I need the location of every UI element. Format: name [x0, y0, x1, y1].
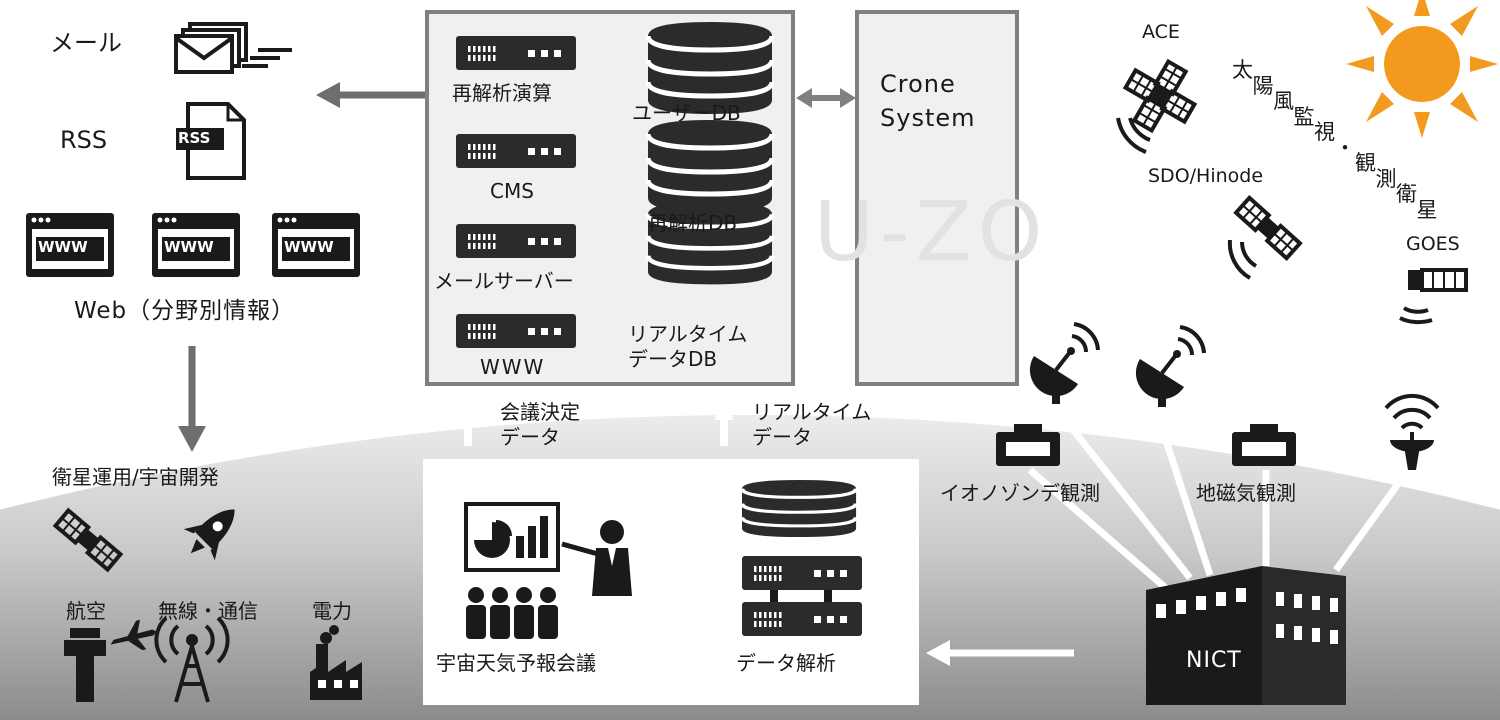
user-label-power: 電力: [312, 599, 352, 623]
database-label-realtime: リアルタイム データDB: [628, 322, 748, 371]
nict-label: NICT: [1186, 648, 1242, 673]
ionosonde-device-icon: [996, 424, 1060, 466]
arrow-to-users-head: [178, 426, 206, 452]
nict-building-icon: [1146, 566, 1346, 705]
www-badge-1: WWW: [38, 238, 88, 256]
database-label-user: ユーザーDB: [632, 101, 741, 125]
user-label-satellite-ops: 衛星運用/宇宙開発: [52, 465, 219, 489]
solar-wind-label-char: 太: [1232, 58, 1253, 82]
www-badge-2: WWW: [164, 238, 214, 256]
rocket-icon: [183, 509, 235, 561]
up-arrow-realtime: [714, 404, 734, 446]
server-icon-cms: [456, 134, 576, 168]
ace-satellite-icon: [1116, 59, 1197, 154]
solar-wind-label-char: ・: [1334, 135, 1356, 160]
rss-badge: RSS: [178, 129, 211, 147]
magnetic-label: 地磁気観測: [1196, 481, 1296, 505]
flow-label-realtime-data: リアルタイム データ: [752, 400, 872, 449]
database-label-reanalysis: 再解析DB: [648, 211, 738, 235]
rss-file-icon: [176, 102, 246, 180]
factory-icon: [310, 625, 362, 700]
meeting-label: 宇宙天気予報会議: [436, 651, 596, 675]
www-badge-3: WWW: [284, 238, 334, 256]
web-label: Web（分野別情報）: [74, 298, 296, 324]
flow-label-meeting-data: 会議決定 データ: [500, 400, 580, 449]
user-label-aviation: 航空: [66, 599, 106, 623]
mail-icon: [174, 22, 292, 74]
solar-wind-label-char: 風: [1273, 89, 1294, 113]
crone-label: Crone System: [880, 70, 976, 132]
presentation-board-icon: [464, 502, 560, 572]
audience-icon: [466, 587, 558, 639]
server-label-www: WWW: [480, 355, 546, 379]
server-icon-mail: [456, 224, 576, 258]
sync-arrow-left-head: [796, 88, 812, 108]
analysis-database-icon: [742, 480, 856, 537]
solar-wind-label-char: 測: [1375, 166, 1397, 191]
database-icon-reanalysis: [648, 120, 772, 212]
crone-box: [855, 10, 1019, 386]
server-label-reanalysis: 再解析演算: [452, 81, 552, 105]
sync-arrow-right-head: [840, 88, 856, 108]
solar-wind-label-char: 監: [1293, 104, 1315, 129]
up-arrow-meeting: [458, 404, 478, 446]
goes-label: GOES: [1406, 233, 1460, 255]
solar-wind-label-char: 星: [1416, 197, 1438, 222]
server-icon-reanalysis: [456, 36, 576, 70]
presenter-icon: [561, 520, 632, 596]
server-label-mail: メールサーバー: [434, 269, 574, 293]
analysis-label: データ解析: [736, 651, 836, 675]
mail-label: メール: [50, 29, 122, 57]
arrow-nict-to-center-head: [926, 640, 950, 666]
solar-wind-label-char: 視: [1314, 120, 1335, 144]
magnetometer-device-icon: [1232, 424, 1296, 466]
rss-label: RSS: [60, 126, 108, 154]
analysis-server-stack-icon: [742, 556, 862, 636]
sdo-label: SDO/Hinode: [1148, 165, 1264, 187]
arrow-to-outputs-head: [316, 82, 340, 108]
observation-links: [1027, 405, 1411, 593]
server-label-cms: CMS: [490, 179, 534, 203]
watermark: U-ZO: [814, 185, 1049, 280]
user-label-radio: 無線・通信: [158, 599, 258, 623]
antenna-dish-icon-1: [1027, 322, 1100, 406]
goes-satellite-icon: [1399, 268, 1468, 325]
antenna-dish-icon-2: [1133, 325, 1206, 409]
solar-wind-label-char: 陽: [1252, 73, 1274, 98]
server-icon-www: [456, 314, 576, 348]
ionosonde-label: イオノゾンデ観測: [940, 481, 1100, 505]
control-tower-icon: [64, 628, 106, 702]
sun-icon: [1346, 0, 1498, 138]
solar-wind-label-char: 観: [1355, 151, 1376, 175]
airplane-icon: [110, 619, 157, 651]
antenna-dish-icon-3: [1384, 393, 1440, 470]
sdo-satellite-icon: [1227, 195, 1302, 280]
ace-label: ACE: [1142, 21, 1180, 43]
solar-wind-label-char: 衛: [1396, 182, 1417, 206]
